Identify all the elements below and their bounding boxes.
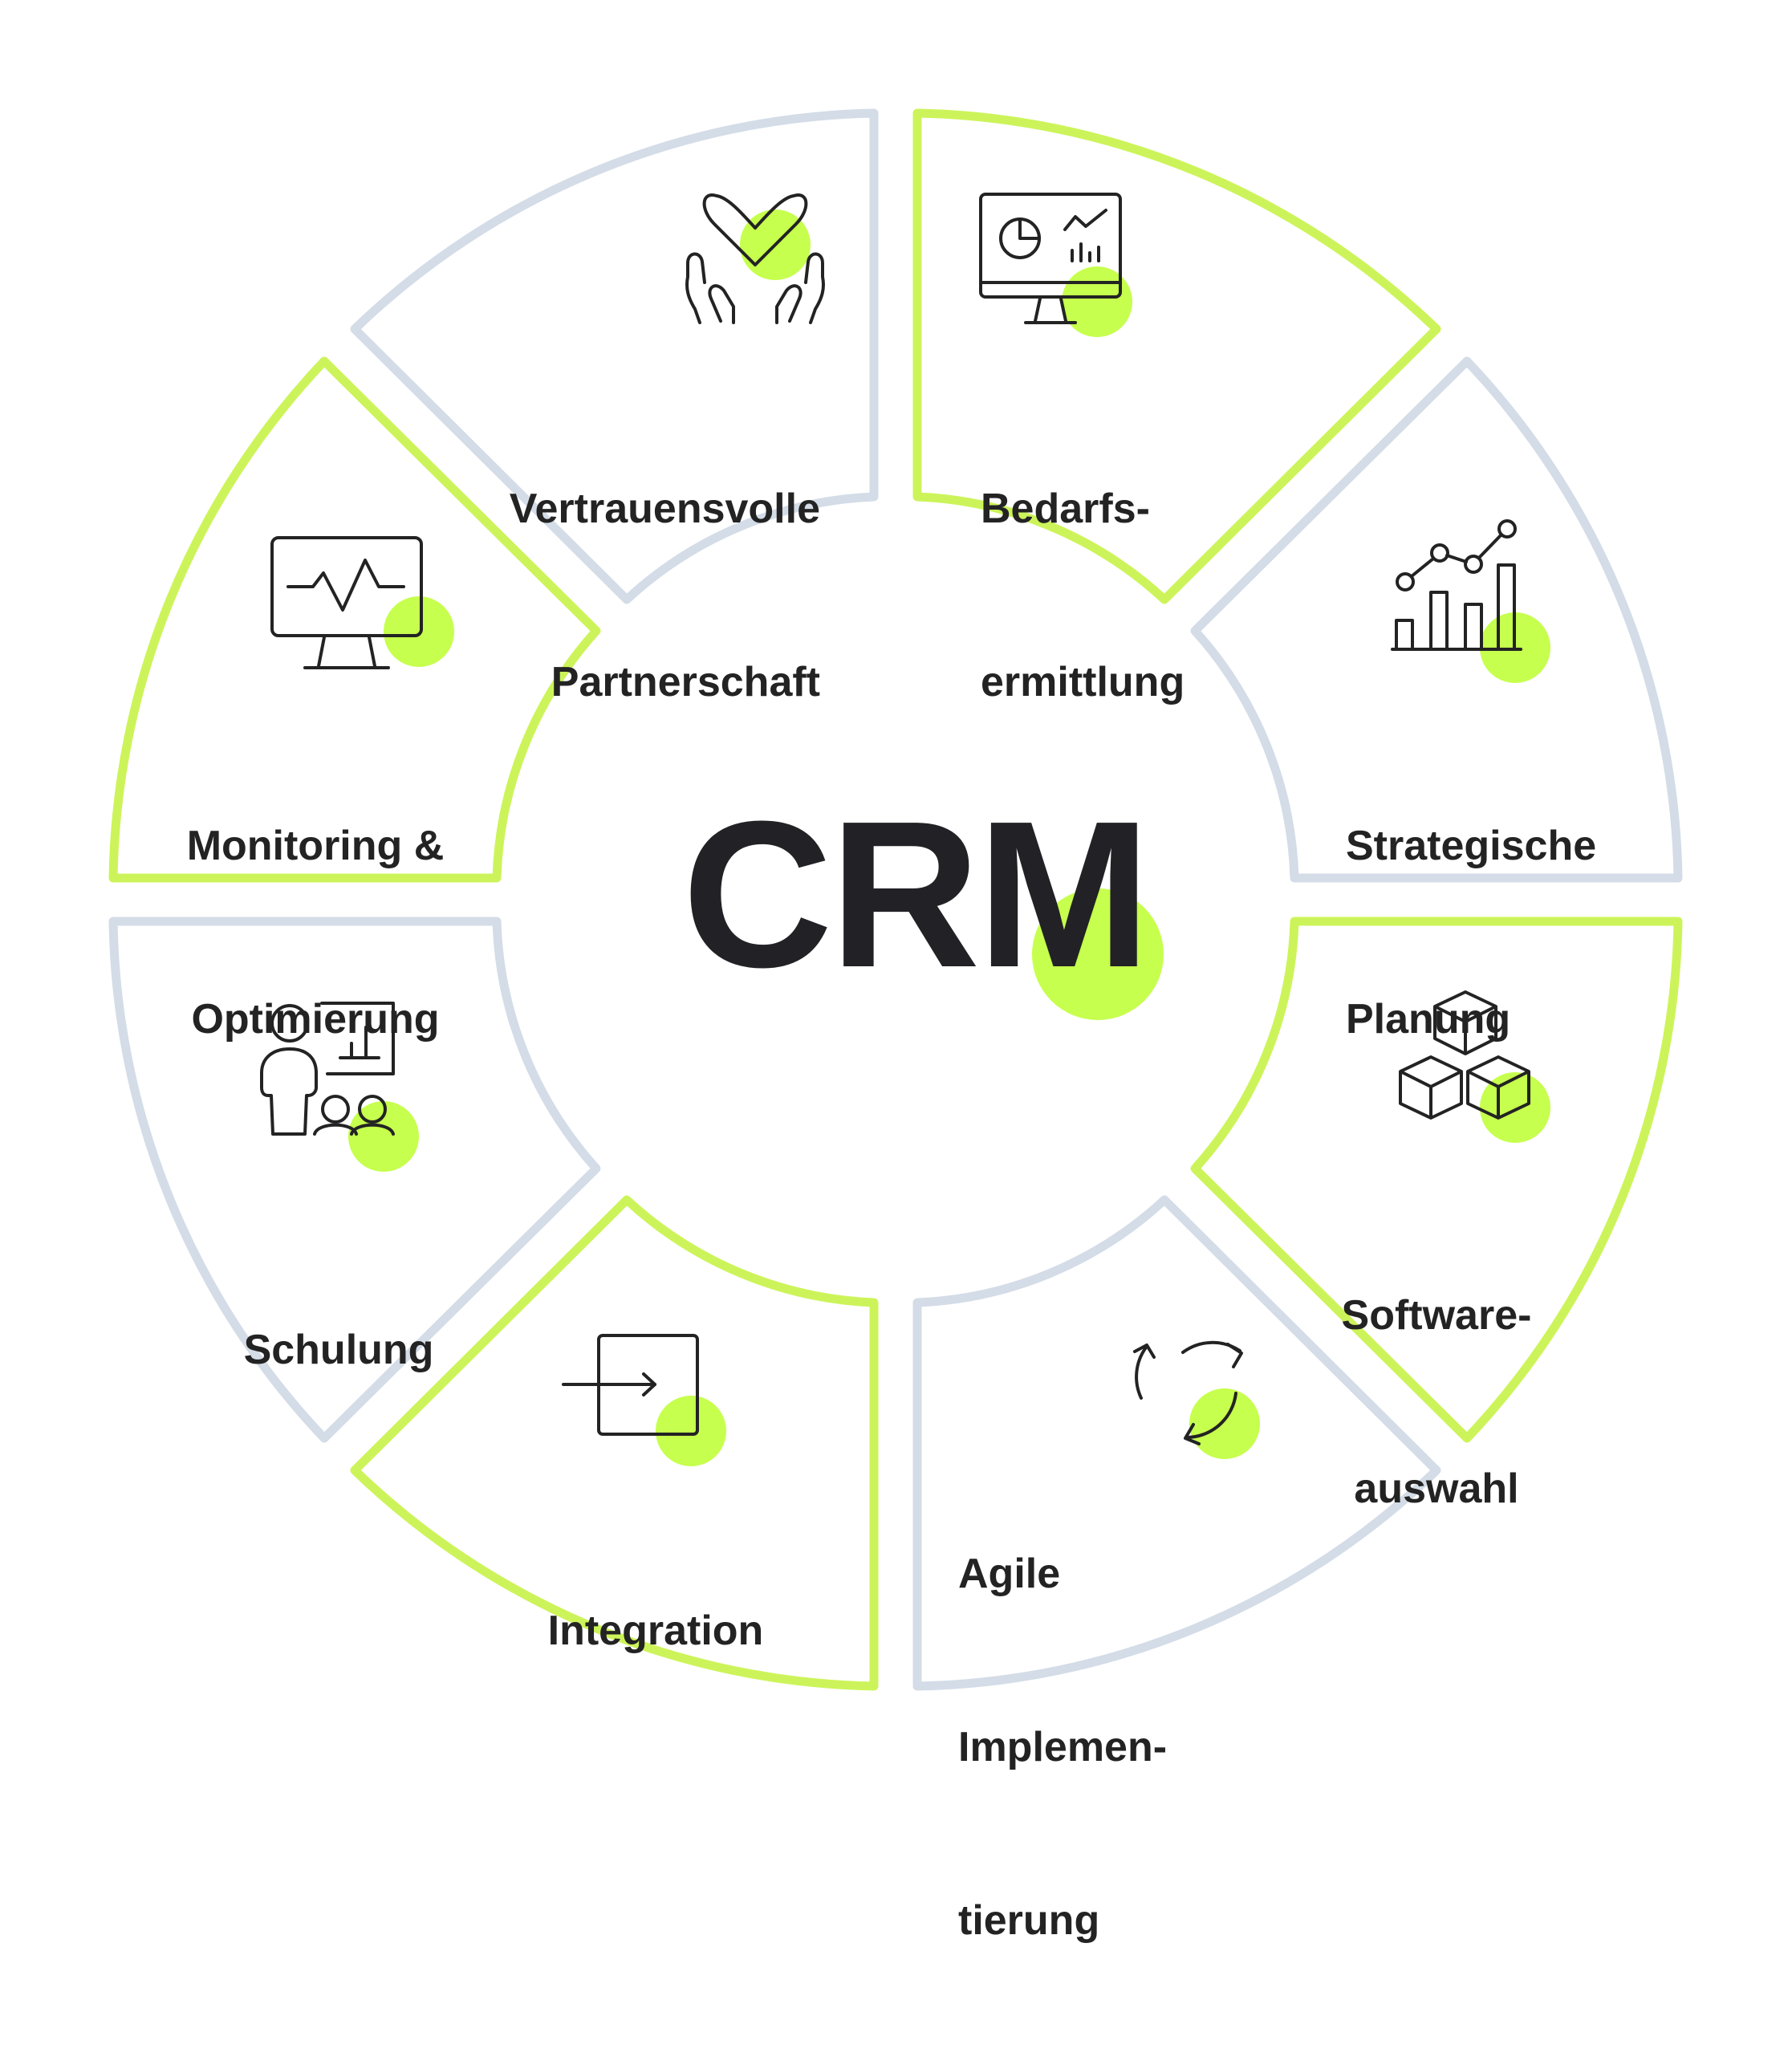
- segment-outline-schulung: [108, 917, 601, 1443]
- label-line: Agile: [958, 1551, 1061, 1597]
- label-line: Vertrauensvolle: [509, 486, 820, 532]
- label-line: Optimierung: [191, 996, 440, 1043]
- growth-chart-icon: [1391, 519, 1550, 683]
- label-line: Partnerschaft: [551, 659, 820, 705]
- label-line: Software-: [1341, 1292, 1532, 1339]
- cubes-icon: [1399, 990, 1550, 1143]
- segment-outline-partnerschaft: [350, 108, 879, 604]
- monitor-dashboard-icon: [979, 193, 1132, 337]
- label-line: tierung: [958, 1897, 1100, 1944]
- label-schulung: Schulung: [198, 1205, 479, 1494]
- label-strategische-planung: Strategische Planung: [1346, 701, 1683, 1164]
- label-integration: Integration: [495, 1486, 816, 1775]
- label-softwareauswahl: Software- auswahl: [1300, 1171, 1573, 1633]
- segment-outline-integration: [350, 1195, 879, 1691]
- label-line: Integration: [547, 1608, 764, 1654]
- label-partnerschaft: Vertrauensvolle Partnerschaft: [449, 364, 820, 827]
- crm-title: CRM: [682, 778, 1151, 1011]
- monitor-pulse-icon: [270, 536, 454, 669]
- label-line: Strategische: [1346, 823, 1597, 869]
- presentation-people-icon: [260, 1002, 419, 1172]
- crm-cycle-diagram: CRM Vertrauensvolle Partnerschaft Bedarf…: [108, 108, 1683, 1944]
- label-line: auswahl: [1354, 1465, 1519, 1512]
- label-line: Schulung: [243, 1327, 434, 1373]
- label-monitoring: Monitoring & Optimierung: [155, 701, 476, 1164]
- label-line: ermittlung: [981, 659, 1185, 705]
- enter-box-icon: [562, 1334, 726, 1466]
- label-line: Planung: [1346, 996, 1511, 1043]
- label-bedarfsermittlung: Bedarfs- ermittlung: [981, 364, 1302, 827]
- label-agile-implementierung: Agile Implemen- tierung: [958, 1429, 1279, 2065]
- label-line: Implemen-: [958, 1724, 1168, 1770]
- label-line: Bedarfs-: [981, 486, 1150, 532]
- crm-accent-dot: [1032, 888, 1164, 1020]
- segment-outline-agile-implementierung: [912, 1195, 1441, 1691]
- segment-outline-softwareauswahl: [1190, 917, 1683, 1443]
- label-line: Monitoring &: [186, 823, 445, 869]
- cycle-arrows-icon: [1133, 1340, 1260, 1459]
- segment-outline-bedarfsermittlung: [912, 108, 1441, 604]
- hands-heart-icon: [685, 193, 825, 324]
- segment-outline-strategische-planung: [1190, 356, 1683, 883]
- segment-outline-monitoring: [108, 356, 601, 883]
- segment-wheel: [108, 108, 1683, 1691]
